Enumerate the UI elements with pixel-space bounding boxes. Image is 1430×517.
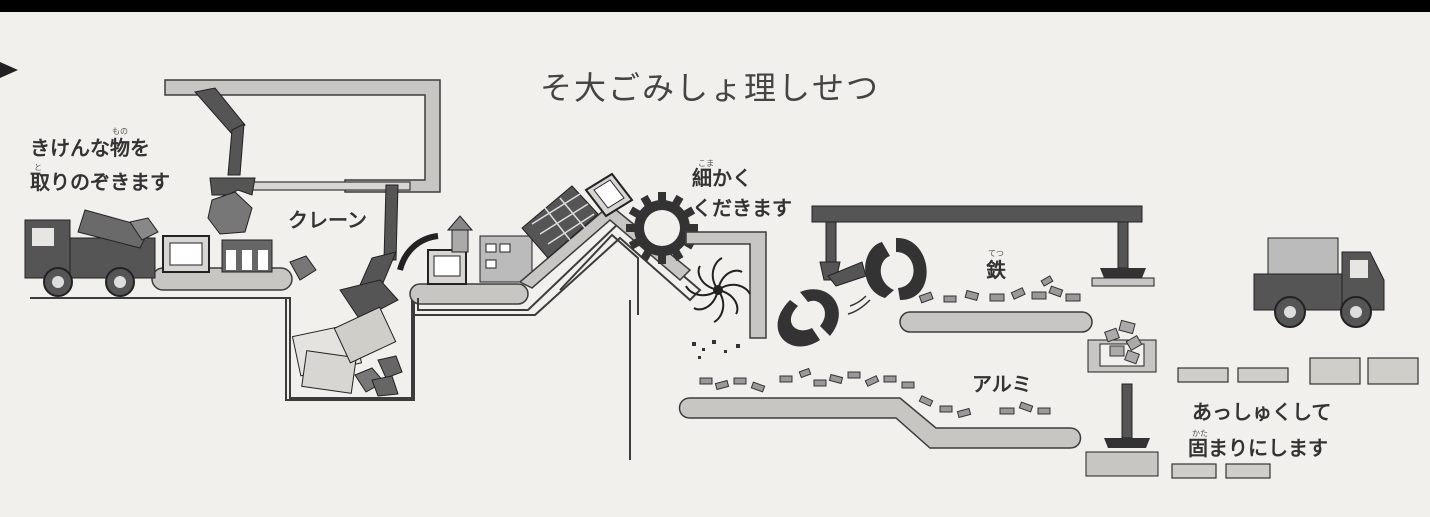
aluminum-conveyor <box>678 397 1082 449</box>
gear-icon <box>626 192 698 264</box>
page-title: そ大ごみしょ理しせつ <box>540 69 881 107</box>
magnet-icon-2 <box>777 289 839 347</box>
building-icon <box>446 215 533 283</box>
aluminum-pieces <box>699 367 1051 419</box>
compress-label-line2: 固まりにします <box>1188 436 1328 460</box>
conveyor-belt-2 <box>409 283 529 305</box>
debris-pile-icon <box>291 306 403 397</box>
compress-ruby: かた <box>1192 429 1208 438</box>
crane-label: クレーン <box>288 208 367 232</box>
overhead-beam <box>811 205 1143 223</box>
magnet-icon <box>865 237 927 300</box>
furniture-icon <box>221 239 273 273</box>
aluminum-label: アルミ <box>972 372 1032 396</box>
crane-frame-lower <box>235 181 411 191</box>
iron-conveyor <box>899 311 1093 333</box>
compressed-block-icon <box>1171 357 1419 479</box>
crusher-housing <box>685 231 767 339</box>
crushed-bits <box>692 340 740 359</box>
remove-ruby-1: もの <box>112 127 128 136</box>
iron-label: 鉄 <box>986 258 1006 282</box>
ramp-outline <box>412 220 702 316</box>
compressor-icon <box>1085 319 1159 477</box>
crane-arm-icon <box>194 87 256 235</box>
remove-label-line1: きけんな物を <box>30 136 150 160</box>
iron-ruby: てつ <box>988 249 1004 258</box>
remove-ruby-2: と <box>34 163 42 172</box>
pit-outline <box>285 298 415 401</box>
truck-icon-right <box>1253 237 1385 328</box>
fan-blade-icon <box>685 257 751 323</box>
top-border <box>0 0 1430 12</box>
compress-label-line1: あっしゅくして <box>1192 400 1332 424</box>
iron-pieces <box>918 275 1081 304</box>
crane-arm-lower-icon <box>339 184 399 321</box>
crane-frame <box>164 79 441 193</box>
remove-label-line2: 取りのぞきます <box>30 170 170 194</box>
tv-icon <box>162 235 210 273</box>
crush-ruby: こま <box>698 159 714 168</box>
panel-icon <box>521 185 599 259</box>
tv-icon-2 <box>427 249 467 285</box>
crush-label-line2: くだきます <box>692 196 792 220</box>
crush-label-line1: 細かく <box>692 166 752 190</box>
tv-icon-3 <box>584 172 634 218</box>
truck-icon <box>24 209 159 297</box>
claw-icon <box>819 261 867 287</box>
rock-icon <box>207 191 253 235</box>
flow-arrow-icon <box>397 233 439 271</box>
arrow-icon <box>0 62 18 78</box>
